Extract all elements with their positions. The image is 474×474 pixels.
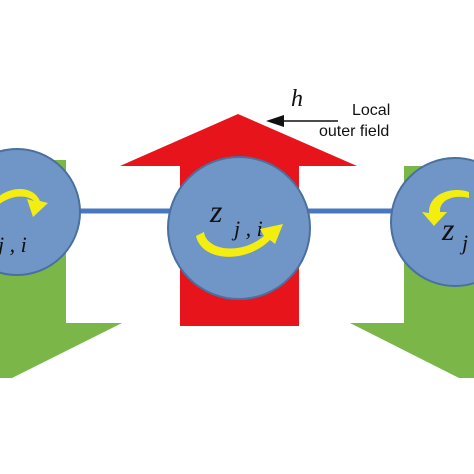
node-center-subscript: j , i bbox=[231, 216, 263, 241]
rotation-arrow-right bbox=[422, 190, 469, 226]
field-label-line2: outer field bbox=[319, 123, 389, 140]
field-label-line1: Local bbox=[352, 102, 390, 119]
node-right-variable: z bbox=[441, 211, 455, 247]
node-left-label: j , i bbox=[0, 232, 27, 257]
field-symbol: h bbox=[291, 86, 303, 112]
field-arrow-head bbox=[266, 115, 284, 127]
rotation-arrow-left bbox=[0, 189, 48, 217]
node-right-subscript: j bbox=[459, 230, 468, 255]
node-left bbox=[0, 148, 81, 276]
node-center-variable: z bbox=[209, 193, 223, 229]
node-center bbox=[167, 156, 311, 300]
rotation-arrow-center bbox=[196, 224, 283, 257]
